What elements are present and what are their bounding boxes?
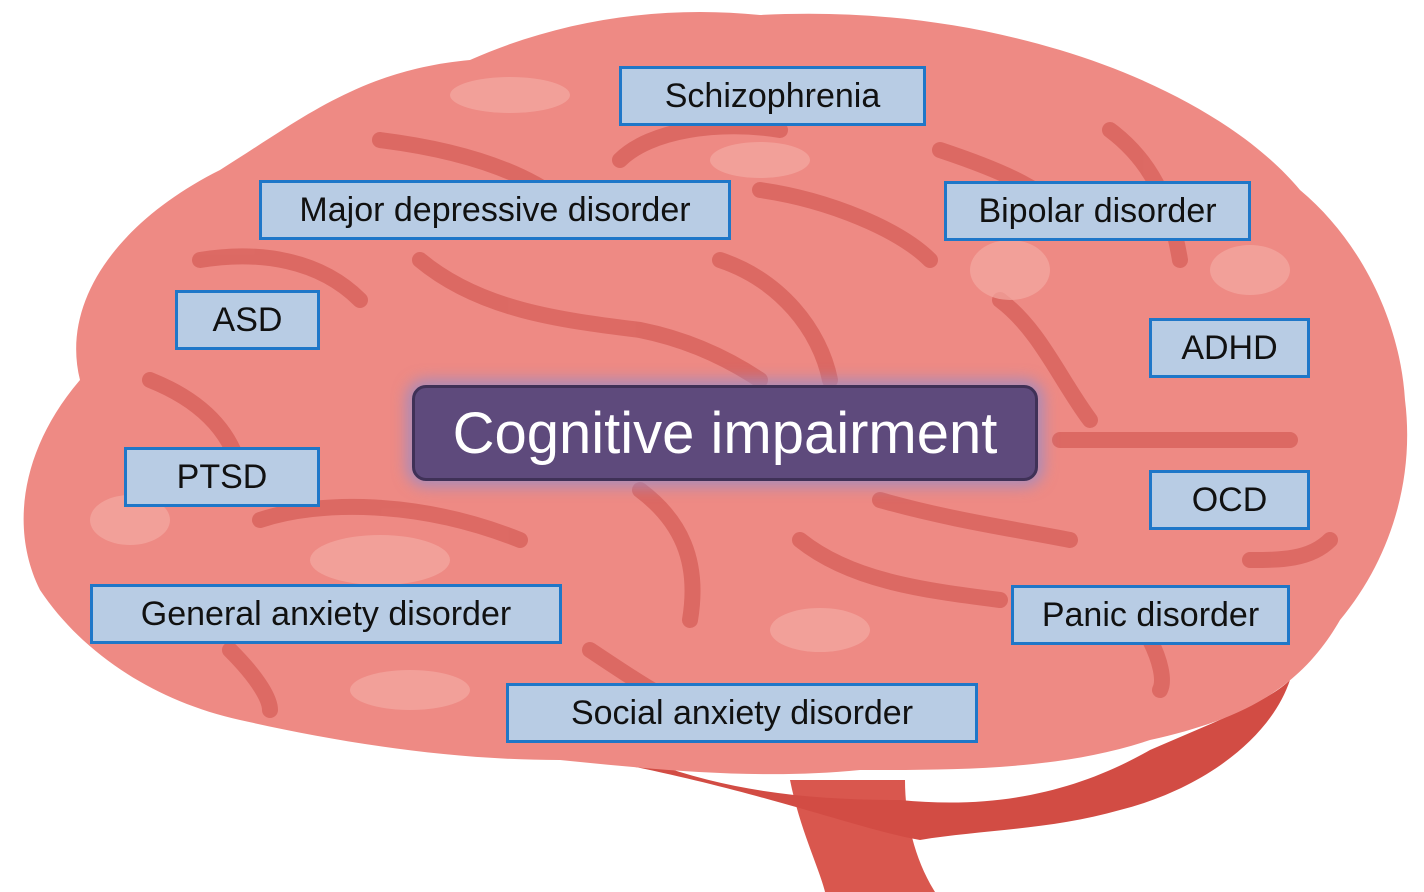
label-social-anxiety-disorder: Social anxiety disorder: [506, 683, 978, 743]
brain-highlights: [90, 77, 1290, 710]
label-bipolar-disorder: Bipolar disorder: [944, 181, 1251, 241]
label-panic-disorder: Panic disorder: [1011, 585, 1290, 645]
label-ptsd: PTSD: [124, 447, 320, 507]
label-schizophrenia: Schizophrenia: [619, 66, 926, 126]
label-adhd: ADHD: [1149, 318, 1310, 378]
center-label-cognitive-impairment: Cognitive impairment: [412, 385, 1038, 481]
label-major-depressive-disorder: Major depressive disorder: [259, 180, 731, 240]
label-ocd: OCD: [1149, 470, 1310, 530]
cerebellum: [600, 680, 1290, 840]
label-general-anxiety-disorder: General anxiety disorder: [90, 584, 562, 644]
label-asd: ASD: [175, 290, 320, 350]
brain-sulci: [142, 118, 1338, 718]
